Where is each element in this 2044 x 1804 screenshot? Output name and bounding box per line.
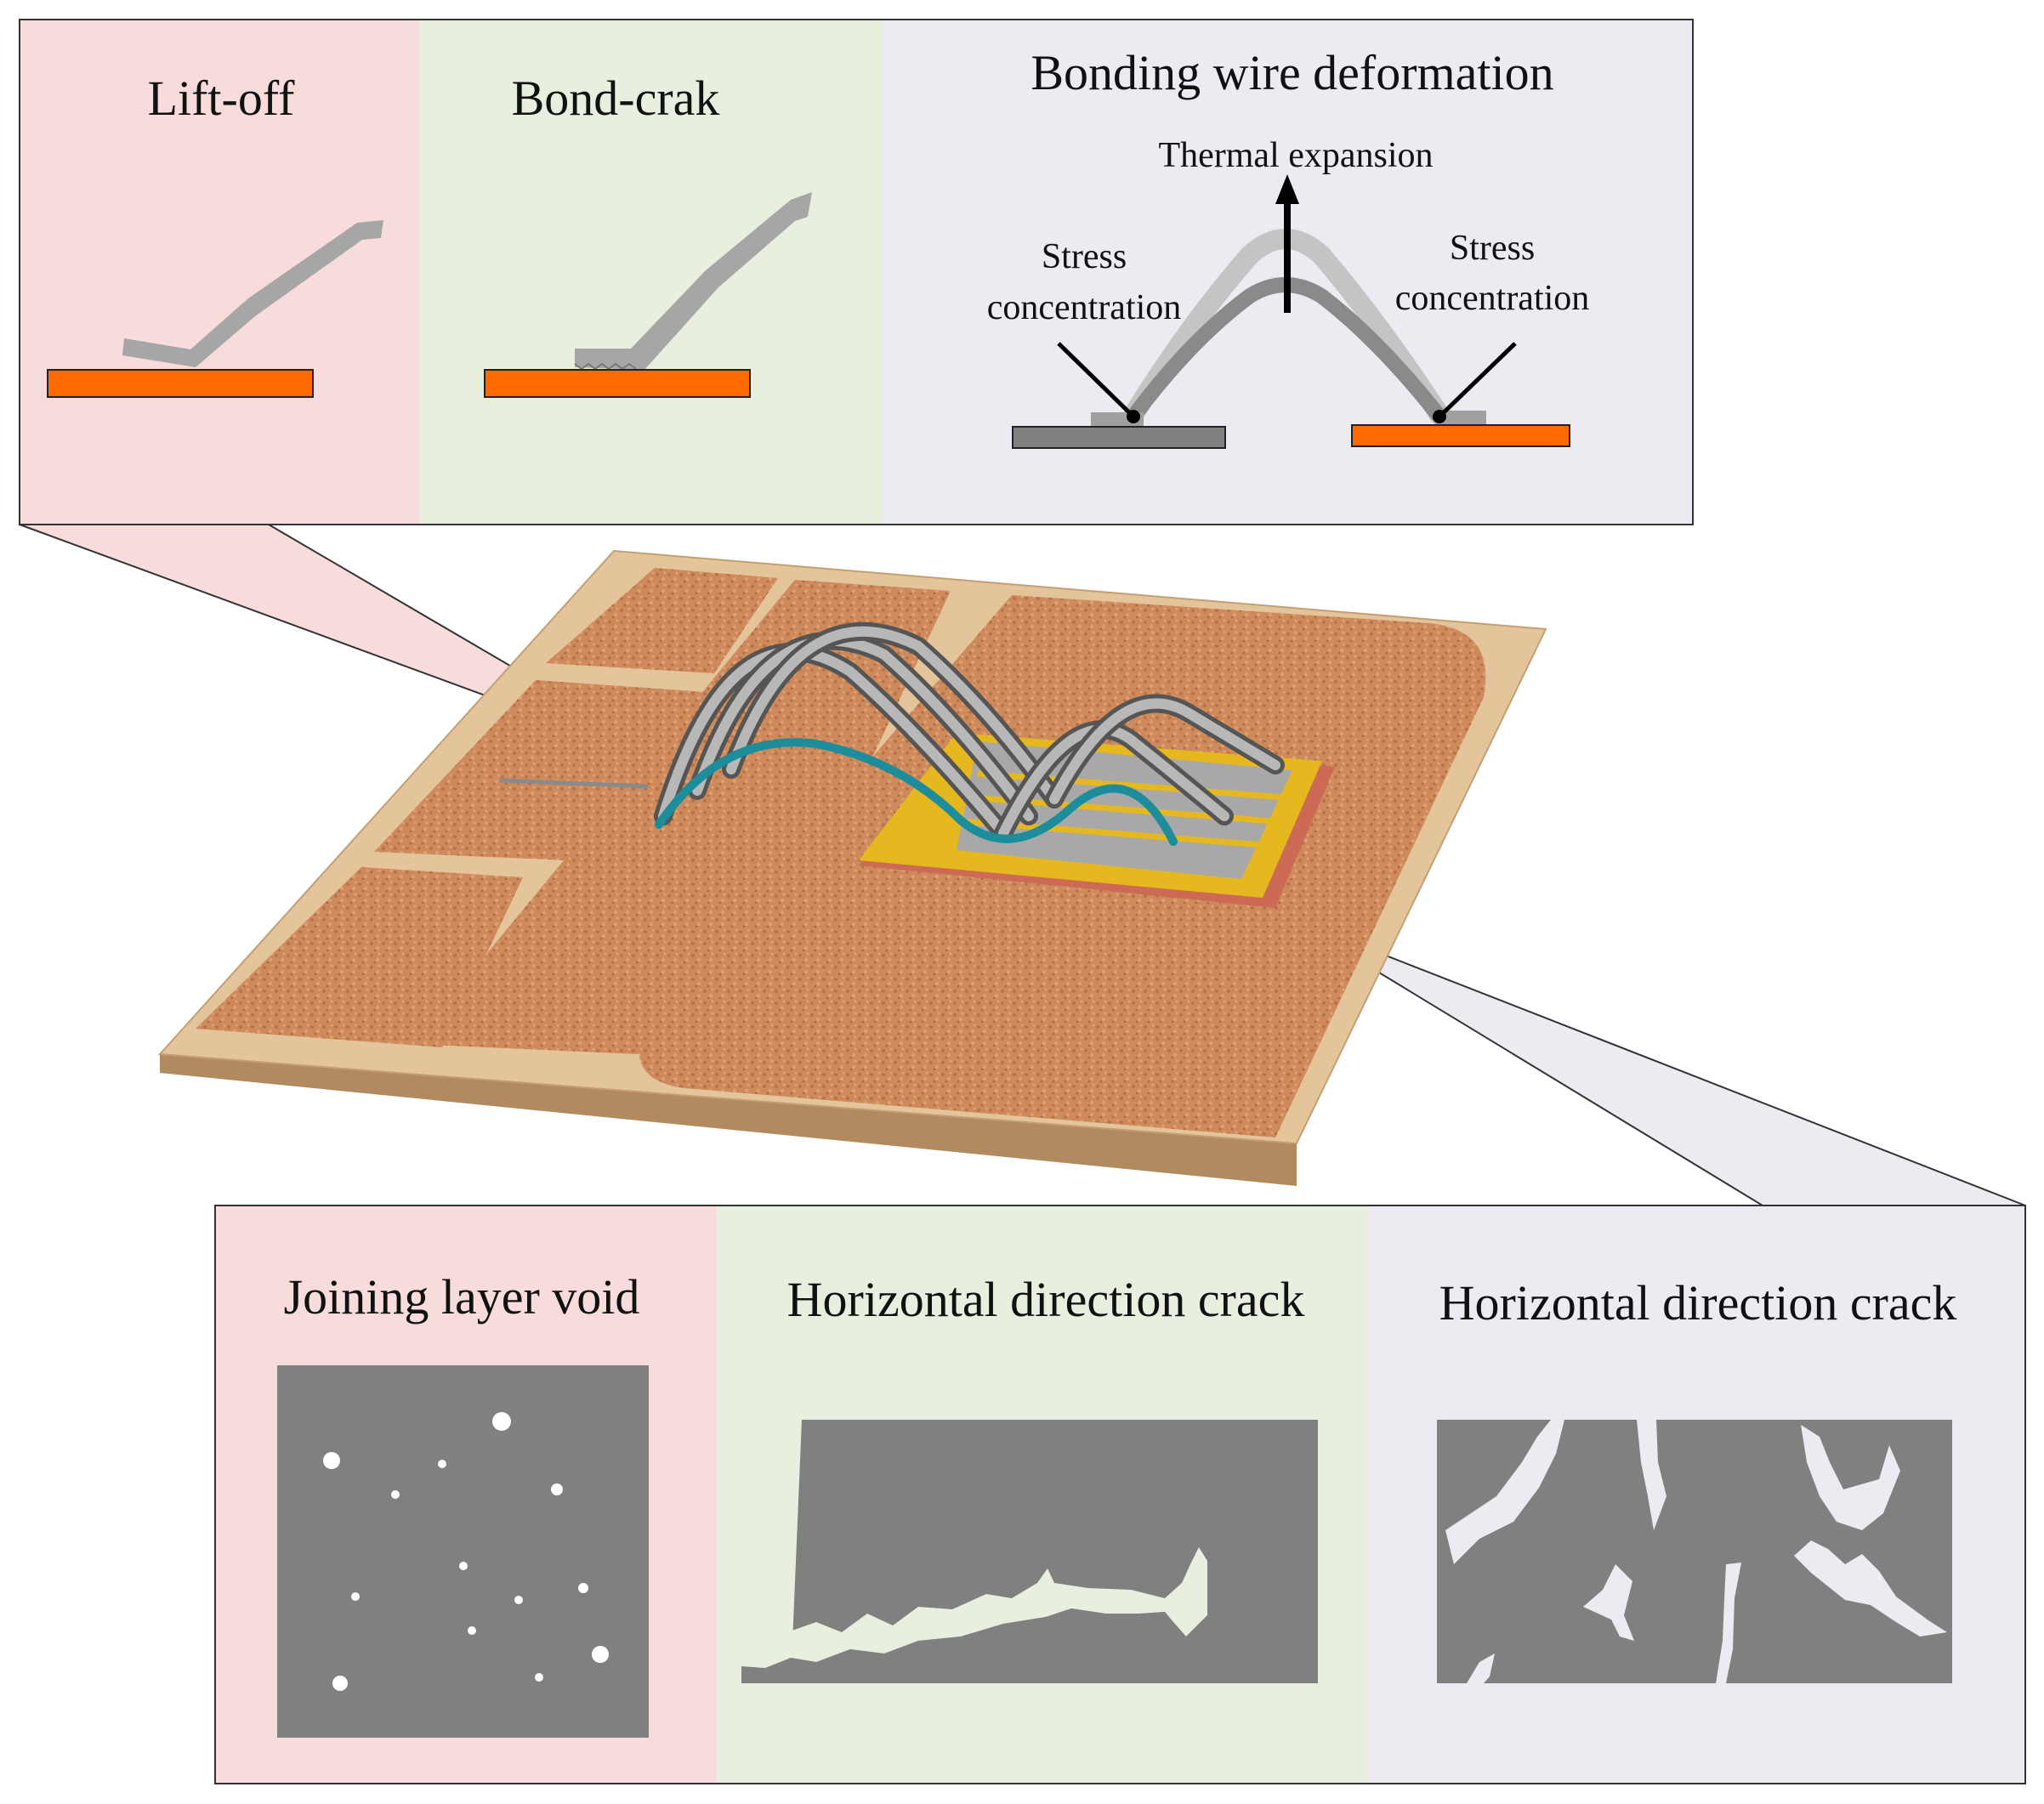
chip-substrate [1012,426,1226,449]
stress-right-line2: concentration [1395,279,1590,318]
copper-pad-c [196,867,523,1047]
thermal-arrow-head [1275,174,1299,204]
stress-right-dot [1433,410,1446,423]
bondcrack-section-bg [419,20,883,525]
copper-pad-d [412,580,951,1058]
bondcrack-crack-icon [574,362,637,371]
bondcrack-pad [484,369,751,398]
ceramic-edge [160,1054,1297,1186]
crack-b-cracks [1445,1420,1947,1683]
top-panel: Lift-off Bond-crak Bonding wire deformat… [19,19,1694,525]
void-layer [277,1365,649,1738]
copper-pad-a [546,568,778,673]
bondcrack-title: Bond-crak [512,71,720,126]
right-pad [1351,424,1570,447]
bottom-panel: Joining layer void Horizontal direction … [214,1205,2026,1784]
right-bond-foot [1435,411,1486,426]
bottom-panel-border [214,1205,2026,1784]
crack-b-title: Horizontal direction crack [1439,1275,1957,1330]
stress-left-line1: Stress [1042,237,1127,276]
liftoff-wire [122,220,383,367]
bondcrack-wire [575,192,812,370]
bonding-wires [499,621,1285,842]
crack-b-layer [1437,1420,1952,1683]
liftoff-title: Lift-off [148,71,296,126]
stress-left-dot [1127,410,1140,423]
stress-left-line2: concentration [987,288,1182,327]
thermal-expansion-label: Thermal expansion [1158,136,1433,175]
highlighted-wire [655,738,1178,846]
void-title: Joining layer void [284,1269,640,1325]
liftoff-pad [47,369,314,398]
crack-a-crack [723,1547,1207,1668]
power-module-illustration [157,549,1547,1186]
stress-right-pointer [1438,342,1517,418]
voids [323,1412,609,1691]
stress-left-pointer [1057,342,1135,418]
stress-right-line1: Stress [1450,229,1535,268]
crack-a-lower-layer [741,1608,1318,1683]
bottom-callout-wedge [1287,916,2026,1206]
liftoff-section-bg [20,20,419,525]
top-panel-border [19,19,1694,525]
crack-a-title: Horizontal direction crack [787,1272,1305,1327]
deformation-title: Bonding wire deformation [1031,45,1553,100]
